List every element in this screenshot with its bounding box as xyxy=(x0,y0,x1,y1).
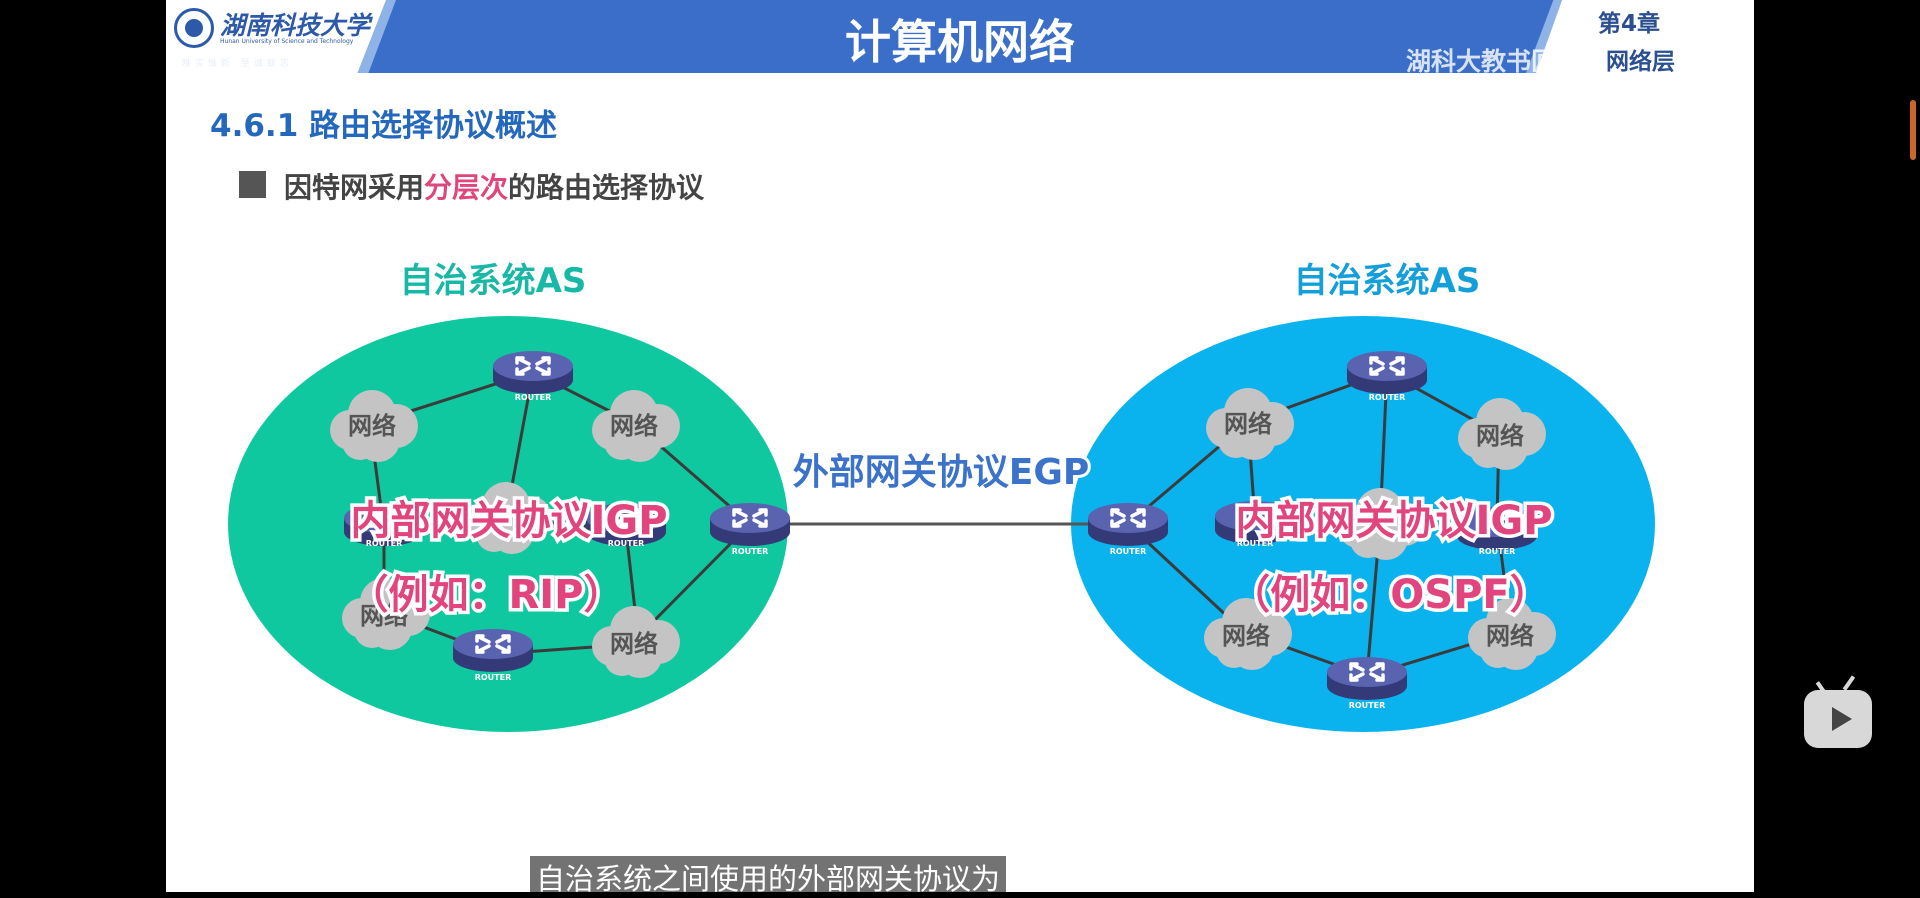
bullet-text-after: 的路由选择协议 xyxy=(508,171,705,204)
as-right-igp-example: （例如：OSPF） xyxy=(1230,572,1549,618)
play-icon xyxy=(1832,707,1852,731)
as-right-igp-label: 内部网关协议IGP xyxy=(1235,498,1552,544)
router-label: ROUTER xyxy=(1349,701,1386,710)
scrollbar-thumb[interactable] xyxy=(1910,100,1916,160)
bullet-square-icon xyxy=(239,171,266,198)
router-label: ROUTER xyxy=(732,547,769,556)
router-label: ROUTER xyxy=(608,539,645,548)
chapter-number: 第4章 xyxy=(1598,11,1661,37)
watermark: 湖科大教书匠 xyxy=(1406,47,1557,76)
as-left-igp-label: 内部网关协议IGP xyxy=(350,498,667,544)
router-icon xyxy=(1345,349,1429,396)
router-label: ROUTER xyxy=(1237,539,1274,548)
university-logo: 湖南科技大学 Hunan University of Science and T… xyxy=(166,0,386,73)
logo-motto: 唯实惟新 至诚致志 xyxy=(182,59,293,69)
bullet-text-before: 因特网采用 xyxy=(284,171,425,204)
router-icon xyxy=(491,349,575,396)
network-label: 网络 xyxy=(610,630,658,658)
video-subtitle: 自治系统之间使用的外部网关协议为 xyxy=(530,856,1007,898)
slide: 湖南科技大学 Hunan University of Science and T… xyxy=(166,0,1754,892)
router-label: ROUTER xyxy=(1369,393,1406,402)
network-label: 网络 xyxy=(610,412,658,440)
chapter-name: 网络层 xyxy=(1606,49,1675,75)
router-label: ROUTER xyxy=(475,673,512,682)
router-icon xyxy=(451,627,535,674)
network-label: 网络 xyxy=(1222,622,1270,650)
network-label: 网络 xyxy=(1224,410,1272,438)
router-icon xyxy=(708,501,792,548)
network-label: 网络 xyxy=(1476,422,1524,450)
router-label: ROUTER xyxy=(515,393,552,402)
as-left-igp-example: （例如：RIP） xyxy=(349,572,624,618)
header-bar xyxy=(166,0,1754,73)
router-label: ROUTER xyxy=(366,539,403,548)
play-button[interactable] xyxy=(1804,690,1872,748)
router-label: ROUTER xyxy=(1110,547,1147,556)
chapter-panel xyxy=(1536,0,1754,73)
slide-title: 计算机网络 xyxy=(845,15,1075,69)
logo-chinese-name: 湖南科技大学 xyxy=(220,11,371,40)
egp-label: 外部网关协议EGP xyxy=(793,452,1090,493)
bullet-text-highlight: 分层次 xyxy=(424,171,509,204)
as-right-label: 自治系统AS xyxy=(1294,261,1481,301)
routing-diagram: 网络 网络 网络 网络 网络 网络 网络 网络 ROUTER ROUTER RO… xyxy=(228,261,1655,732)
router-label: ROUTER xyxy=(1479,547,1516,556)
section-title: 4.6.1 路由选择协议概述 xyxy=(210,108,558,144)
network-label: 网络 xyxy=(360,602,408,630)
router-icon xyxy=(1086,501,1170,548)
network-label: 网络 xyxy=(348,412,396,440)
network-label: 网络 xyxy=(1486,622,1534,650)
logo-english-name: Hunan University of Science and Technolo… xyxy=(220,38,354,45)
university-seal-icon xyxy=(174,8,214,48)
bullet-text: 因特网采用分层次的路由选择协议 xyxy=(284,166,704,206)
as-left-label: 自治系统AS xyxy=(400,261,587,301)
router-icon xyxy=(1325,655,1409,702)
